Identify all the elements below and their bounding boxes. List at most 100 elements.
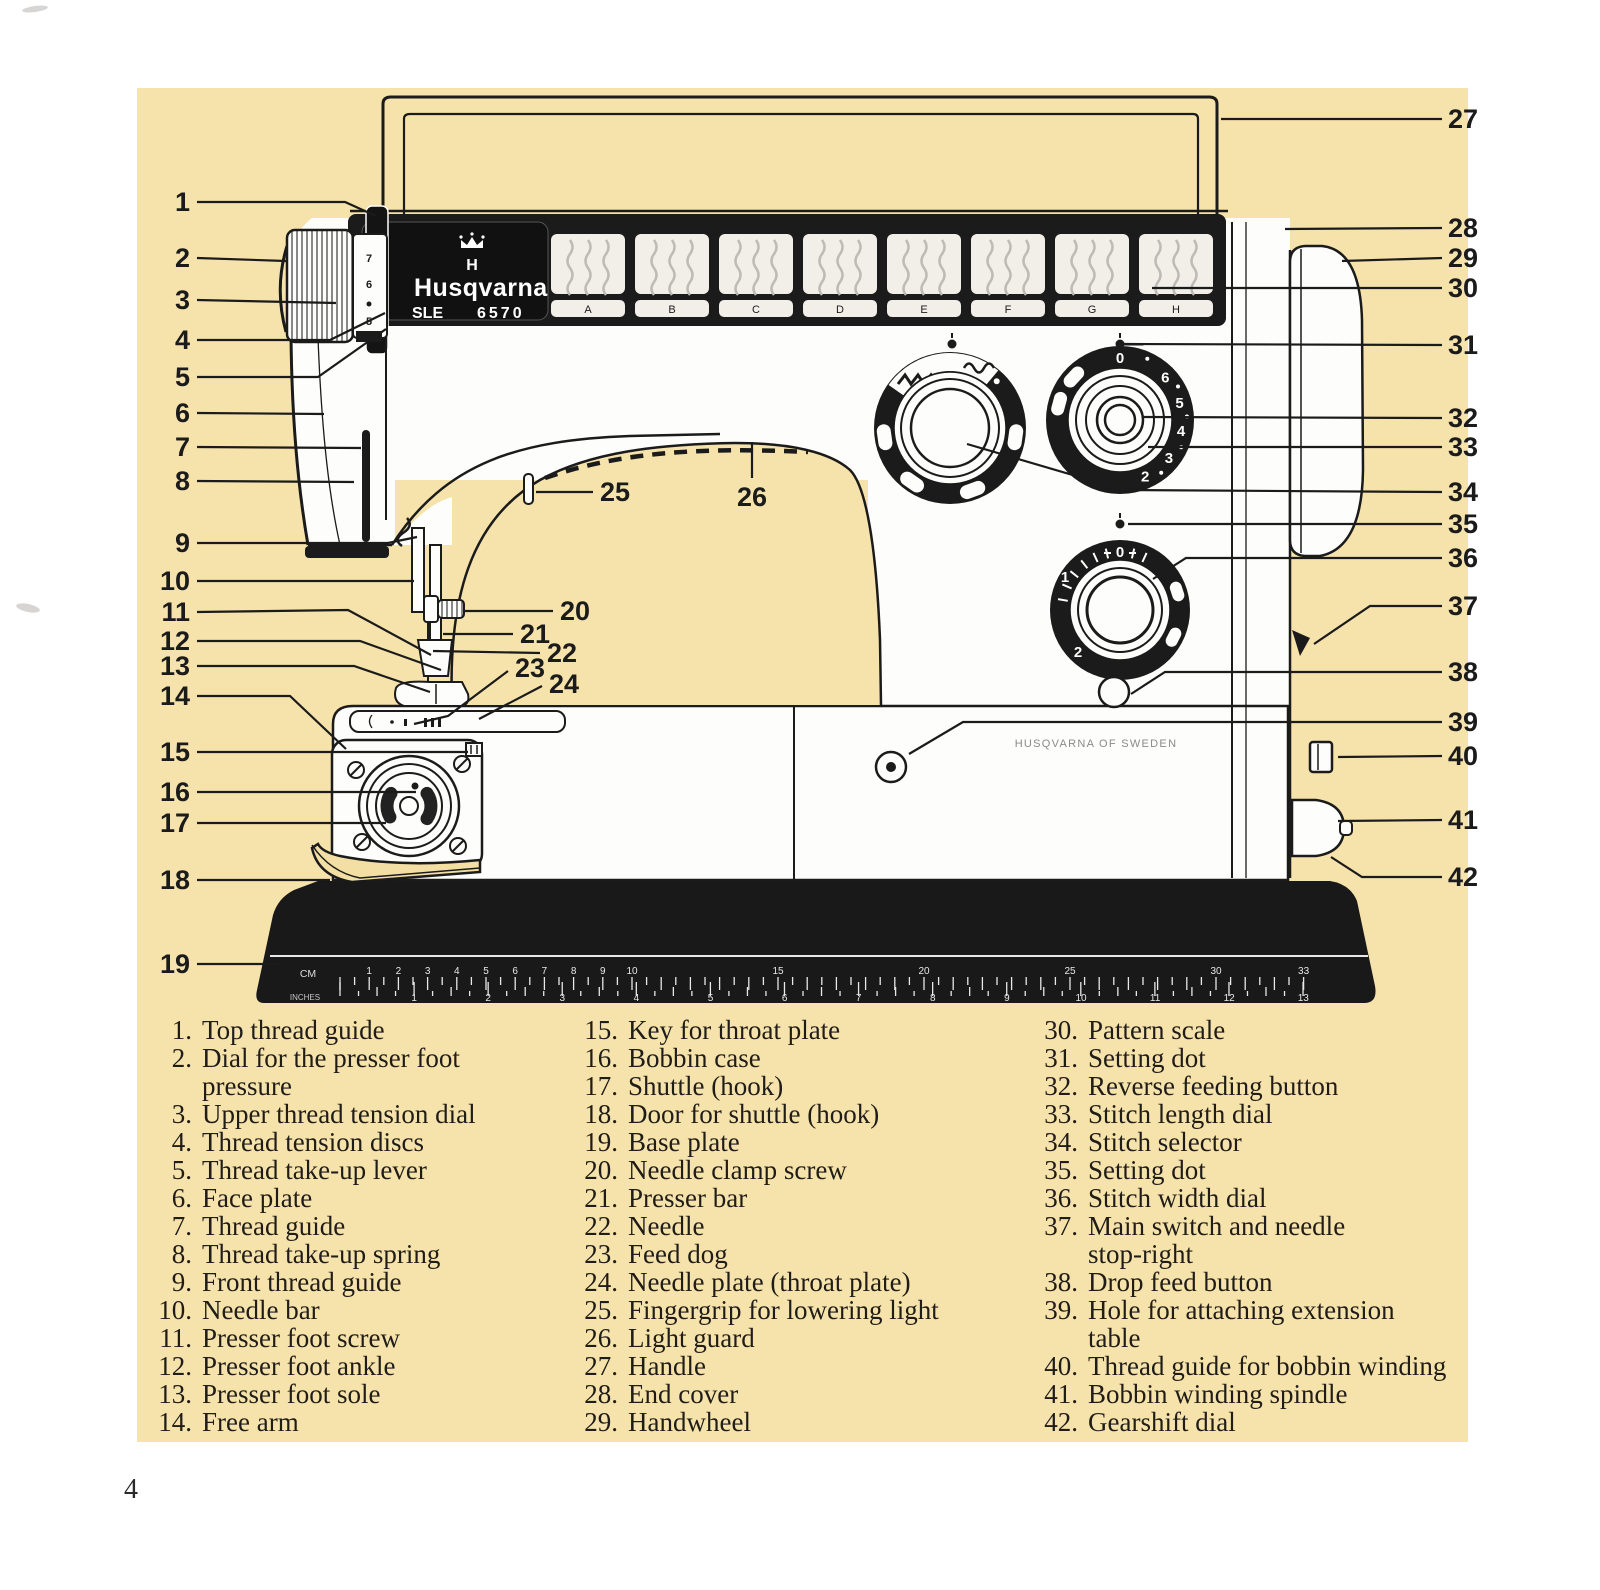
- pattern-letter-strip: [635, 300, 709, 317]
- legend-item: 5.Thread take-up lever: [126, 1156, 556, 1184]
- legend-item-label: Stitch length dial: [1088, 1099, 1273, 1129]
- face-plate-line: [317, 337, 341, 546]
- legend-item-label: Presser foot sole: [202, 1379, 381, 1409]
- callout-number: 6: [175, 398, 190, 428]
- leader-line: [197, 535, 418, 545]
- stitch-pattern-glyph: [1154, 239, 1162, 296]
- pattern-window: [719, 234, 793, 294]
- legend-item-label: Needle: [628, 1211, 705, 1241]
- legend-item-label: Front thread guide: [202, 1267, 402, 1297]
- dial-tick: [1141, 552, 1148, 563]
- brand-plate: H Husqvarna SLE 6570: [361, 221, 549, 322]
- callout-number: 2: [175, 243, 190, 273]
- legend-item-label: Setting dot: [1088, 1155, 1206, 1185]
- callout-number: 10: [160, 566, 190, 596]
- callout-number: 4: [175, 325, 190, 355]
- pattern-letter: B: [668, 304, 675, 316]
- handle: [381, 95, 1219, 218]
- legend-item: 35.Setting dot: [1012, 1156, 1512, 1184]
- leader-line: [197, 694, 347, 750]
- callout-number: 21: [520, 619, 550, 649]
- stitch-pattern-glyph: [686, 239, 694, 296]
- legend-item-number: 23.: [584, 1239, 618, 1269]
- legend-item-number: 16.: [584, 1043, 618, 1073]
- legend-item: 12.Presser foot ankle: [126, 1352, 556, 1380]
- pattern-letter-strip: [719, 300, 793, 317]
- callout-number: 8: [175, 466, 190, 496]
- legend-item-label: Handwheel: [628, 1407, 751, 1437]
- legend-item: 14.Free arm: [126, 1408, 556, 1436]
- legend-item-number: 30.: [1044, 1015, 1078, 1045]
- pattern-window: [803, 234, 877, 294]
- callout-number: 15: [160, 737, 190, 767]
- length-dial-number: 3: [1165, 450, 1173, 467]
- ruler-inch-number: 1: [411, 993, 417, 1004]
- callout-number: 3: [175, 285, 190, 315]
- ruler-inch-number: 10: [1075, 993, 1087, 1004]
- callout-number: 7: [175, 432, 190, 462]
- leader-line: [1337, 818, 1443, 823]
- legend-item-label: End cover: [628, 1379, 739, 1409]
- legend-item-number: 32.: [1044, 1071, 1078, 1101]
- setting-dot: [947, 333, 957, 349]
- ruler-cm-number: 6: [512, 966, 518, 977]
- pattern-window: [1055, 234, 1129, 294]
- dial-tick: [1069, 570, 1079, 579]
- legend-item: 40.Thread guide for bobbin winding: [1012, 1352, 1512, 1380]
- pattern-letter: E: [920, 304, 927, 316]
- stitch-pattern-glyph: [836, 239, 844, 296]
- legend-item-number: 34.: [1044, 1127, 1078, 1157]
- ruler-cm-number: 8: [571, 966, 577, 977]
- callout-number: 12: [160, 626, 190, 656]
- leader-line: [1130, 670, 1442, 695]
- dial-tick-dot: [1159, 470, 1164, 475]
- ruler-inch-number: 11: [1150, 993, 1161, 1004]
- legend-item-label: Needle clamp screw: [628, 1155, 847, 1185]
- stitch-pattern-glyph: [1022, 239, 1030, 296]
- dial-tick: [1062, 583, 1072, 590]
- bobbin-case: [375, 772, 443, 840]
- legend-item: 9.Front thread guide: [126, 1268, 556, 1296]
- legend-item-number: 37.: [1044, 1211, 1078, 1241]
- dial-slot: [1165, 627, 1182, 647]
- callout-number: 28: [1448, 213, 1478, 243]
- legend-item: 29.Handwheel: [552, 1408, 1012, 1436]
- pressure-dial-numbers: 765: [366, 253, 372, 328]
- stitch-pattern-glyph: [668, 239, 676, 296]
- legend-item-label: Setting dot: [1088, 1043, 1206, 1073]
- bobbin-thread-guide: [1308, 740, 1334, 774]
- legend-item: 6.Face plate: [126, 1184, 556, 1212]
- dial-slot: [1169, 581, 1185, 602]
- legend-item-number: 14.: [158, 1407, 192, 1437]
- ruler-cm-number: 25: [1064, 966, 1076, 977]
- feed-dog: [404, 719, 407, 726]
- stitch-pattern-glyph: [1172, 239, 1180, 296]
- ruler-cm-number: 7: [542, 966, 548, 977]
- needle-clamp-screw: [437, 599, 465, 619]
- pattern-letter-strip: [887, 300, 961, 317]
- legend-item-label: Presser bar: [628, 1183, 748, 1213]
- pattern-window: [551, 234, 625, 294]
- presser-pressure-dial: 765: [278, 228, 388, 344]
- callout-number: 25: [600, 477, 630, 507]
- legend-item-number: 39.: [1044, 1295, 1078, 1325]
- dial-tick-dot: [1145, 356, 1150, 361]
- legend-item: 36.Stitch width dial: [1012, 1184, 1512, 1212]
- dial-tick: [1104, 548, 1110, 559]
- callout-number: 24: [549, 669, 579, 699]
- legend-item-number: 33.: [1044, 1099, 1078, 1129]
- legend-item-label: Thread guide for bobbin winding: [1088, 1351, 1447, 1381]
- legend-item: 39.Hole for attaching extension table: [1012, 1296, 1512, 1352]
- stitch-pattern-glyph: [1088, 239, 1096, 296]
- length-dial-number: 4: [1177, 423, 1186, 440]
- stitch-selector-dial: [874, 352, 1026, 504]
- pattern-letter: D: [836, 304, 844, 316]
- legend-item-label: Drop feed button: [1088, 1267, 1273, 1297]
- stitch-pattern-glyph: [818, 239, 826, 296]
- ruler-inch-number: 2: [485, 993, 491, 1004]
- extension-table-hole: [874, 750, 908, 784]
- ruler-inch-number: 5: [708, 993, 714, 1004]
- pattern-window: [635, 234, 709, 294]
